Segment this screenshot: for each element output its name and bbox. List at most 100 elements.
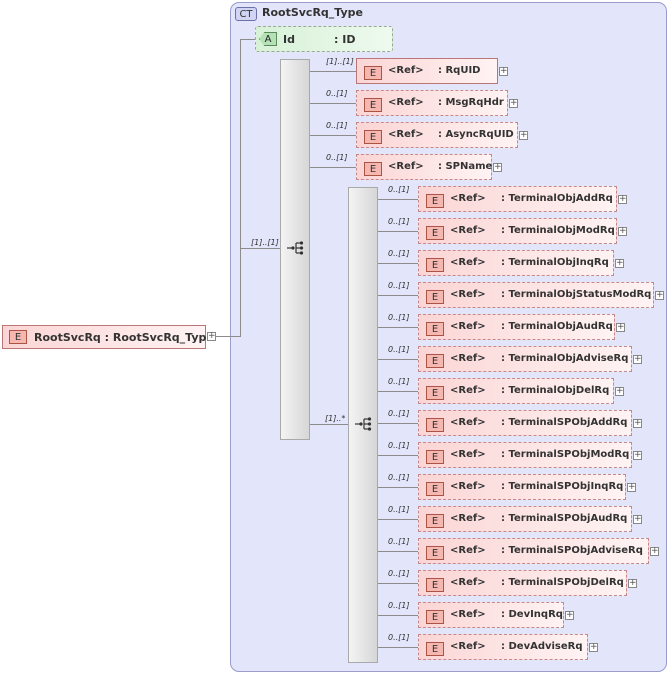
- element-name: : SPName: [438, 161, 493, 172]
- expand-icon[interactable]: +: [618, 194, 627, 204]
- choice-item-cardinality: 0..[1]: [388, 217, 410, 226]
- choice-item-element[interactable]: E<Ref>: TerminalObjAdviseRq: [418, 346, 632, 372]
- sequence-item-cardinality: 0..[1]: [326, 121, 348, 130]
- choice-item-element[interactable]: E<Ref>: TerminalObjDelRq: [418, 378, 614, 404]
- root-expand-icon[interactable]: +: [207, 331, 216, 341]
- choice-item-connector: [378, 647, 418, 648]
- sequence-item-element[interactable]: E<Ref>: SPName: [356, 154, 492, 180]
- choice-item-element[interactable]: E<Ref>: DevAdviseRq: [418, 634, 588, 660]
- complex-type-title: RootSvcRq_Type: [262, 6, 364, 19]
- element-name: : TerminalSPObjAddRq: [501, 417, 628, 428]
- expand-icon[interactable]: +: [499, 66, 508, 76]
- expand-icon[interactable]: +: [509, 98, 518, 108]
- choice-item-element[interactable]: E<Ref>: TerminalSPObjAudRq: [418, 506, 632, 532]
- element-ref-label: <Ref>: [450, 481, 486, 492]
- expand-icon[interactable]: +: [627, 482, 636, 492]
- attribute-connector-vertical: [240, 39, 241, 337]
- element-name: : AsyncRqUID: [438, 129, 514, 140]
- expand-icon[interactable]: +: [615, 258, 624, 268]
- expand-icon[interactable]: +: [628, 578, 637, 588]
- choice-item-connector: [378, 199, 418, 200]
- element-badge: E: [426, 578, 444, 592]
- choice-item-cardinality: 0..[1]: [388, 601, 410, 610]
- choice-item-connector: [378, 519, 418, 520]
- expand-icon[interactable]: +: [633, 418, 642, 428]
- choice-item-element[interactable]: E<Ref>: TerminalObjStatusModRq: [418, 282, 654, 308]
- choice-item-cardinality: 0..[1]: [388, 345, 410, 354]
- element-ref-label: <Ref>: [450, 193, 486, 204]
- element-name: : TerminalSPObjModRq: [501, 449, 630, 460]
- root-element[interactable]: E RootSvcRq : RootSvcRq_Type: [2, 325, 214, 349]
- choice-item-element[interactable]: E<Ref>: TerminalObjInqRq: [418, 250, 614, 276]
- element-name: : TerminalObjModRq: [501, 225, 615, 236]
- choice-item-connector: [378, 263, 418, 264]
- attribute-type: : ID: [334, 33, 356, 46]
- sequence-item-connector: [310, 71, 356, 72]
- choice-item-connector: [378, 551, 418, 552]
- choice-item-element[interactable]: E<Ref>: TerminalSPObjDelRq: [418, 570, 627, 596]
- root-element-badge: E: [9, 330, 27, 344]
- choice-item-element[interactable]: E<Ref>: TerminalSPObjAddRq: [418, 410, 632, 436]
- element-name: : TerminalObjAdviseRq: [501, 353, 629, 364]
- expand-icon[interactable]: +: [618, 226, 627, 236]
- choice-item-element[interactable]: E<Ref>: TerminalObjAudRq: [418, 314, 615, 340]
- element-name: : MsgRqHdr: [438, 97, 504, 108]
- choice-item-connector: [378, 423, 418, 424]
- sequence-cardinality: [1]..[1]: [251, 238, 279, 247]
- element-badge: E: [426, 226, 444, 240]
- sequence-item-cardinality: 0..[1]: [326, 153, 348, 162]
- element-name: : TerminalObjAddRq: [501, 193, 613, 204]
- sequence-item-element[interactable]: E<Ref>: RqUID: [356, 58, 498, 84]
- element-badge: E: [426, 354, 444, 368]
- element-ref-label: <Ref>: [450, 609, 486, 620]
- element-badge: E: [426, 194, 444, 208]
- element-name: : TerminalObjInqRq: [501, 257, 609, 268]
- choice-compositor[interactable]: [348, 187, 378, 663]
- element-ref-label: <Ref>: [450, 577, 486, 588]
- expand-icon[interactable]: +: [633, 354, 642, 364]
- choice-item-connector: [378, 327, 418, 328]
- choice-icon: [355, 417, 372, 431]
- expand-icon[interactable]: +: [633, 450, 642, 460]
- element-badge: E: [364, 162, 382, 176]
- choice-item-cardinality: 0..[1]: [388, 633, 410, 642]
- expand-icon[interactable]: +: [589, 642, 598, 652]
- choice-item-element[interactable]: E<Ref>: TerminalSPObjInqRq: [418, 474, 626, 500]
- sequence-icon: [287, 241, 304, 255]
- expand-icon[interactable]: +: [615, 386, 624, 396]
- expand-icon[interactable]: +: [565, 610, 574, 620]
- choice-item-connector: [378, 391, 418, 392]
- attribute-name: Id: [283, 33, 295, 46]
- element-badge: E: [364, 130, 382, 144]
- element-ref-label: <Ref>: [388, 97, 424, 108]
- element-ref-label: <Ref>: [450, 289, 486, 300]
- attribute-id[interactable]: A Id : ID: [255, 26, 393, 52]
- expand-icon[interactable]: +: [493, 162, 502, 172]
- element-ref-label: <Ref>: [450, 449, 486, 460]
- sequence-item-element[interactable]: E <Ref> : MsgRqHdr: [356, 90, 508, 116]
- complex-type-badge: CT: [235, 7, 257, 21]
- element-badge: E: [426, 450, 444, 464]
- choice-item-element[interactable]: E<Ref>: TerminalSPObjAdviseRq: [418, 538, 649, 564]
- sequence-item-connector: [310, 103, 356, 104]
- sequence-item-connector: [310, 135, 356, 136]
- element-badge: E: [426, 386, 444, 400]
- sequence-compositor[interactable]: [280, 59, 310, 440]
- element-name: : TerminalObjStatusModRq: [501, 289, 652, 300]
- root-connector: [216, 336, 240, 337]
- element-badge: E: [364, 98, 382, 112]
- expand-icon[interactable]: +: [655, 290, 664, 300]
- element-ref-label: <Ref>: [450, 257, 486, 268]
- expand-icon[interactable]: +: [519, 130, 528, 140]
- choice-item-element[interactable]: E<Ref>: DevInqRq: [418, 602, 564, 628]
- choice-item-connector: [378, 455, 418, 456]
- choice-item-element[interactable]: E <Ref> : TerminalSPObjModRq: [418, 442, 632, 468]
- expand-icon[interactable]: +: [616, 322, 625, 332]
- expand-icon[interactable]: +: [633, 514, 642, 524]
- element-badge: E: [364, 66, 382, 80]
- choice-item-element[interactable]: E<Ref>: TerminalObjModRq: [418, 218, 617, 244]
- choice-item-element[interactable]: E <Ref> : TerminalObjAddRq: [418, 186, 617, 212]
- expand-icon[interactable]: +: [650, 546, 659, 556]
- choice-item-connector: [378, 359, 418, 360]
- sequence-item-element[interactable]: E<Ref>: AsyncRqUID: [356, 122, 518, 148]
